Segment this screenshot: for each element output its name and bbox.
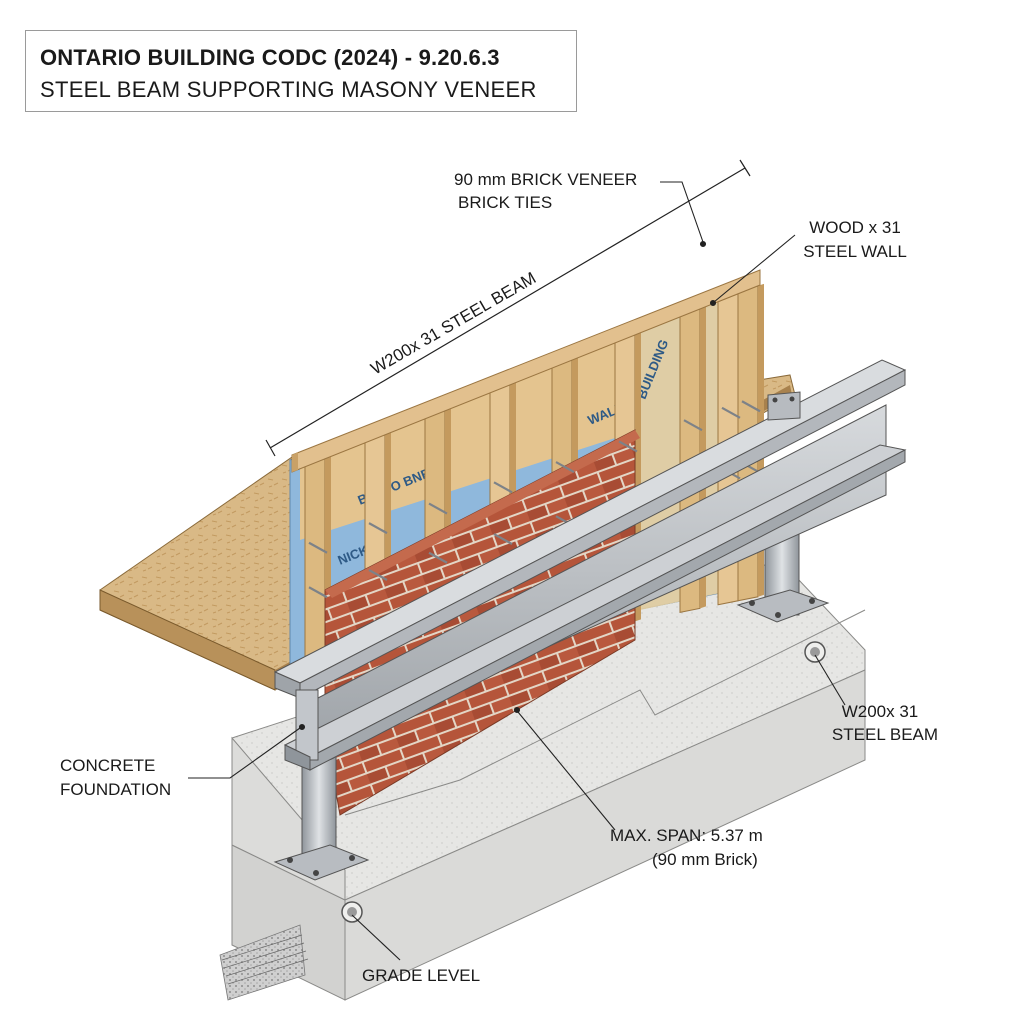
brick-tie <box>428 502 448 515</box>
steel-i-beam <box>273 359 907 771</box>
brick-tie <box>683 419 703 432</box>
label-wood: WOOD x 31 <box>809 218 901 237</box>
brick-tie <box>493 533 513 545</box>
brick-tie <box>368 569 388 581</box>
grade-gravel <box>219 924 309 1001</box>
label-foundation: FOUNDATION <box>60 780 172 799</box>
leader-lines <box>188 181 846 961</box>
brick-tie <box>308 586 328 599</box>
brick-tie <box>721 406 741 419</box>
label-brick-ties: BRICK TIES <box>458 193 553 212</box>
brick-tie <box>368 522 388 535</box>
brick-tie <box>741 400 761 413</box>
label-steel-wall: STEEL WALL <box>803 242 907 261</box>
title-box: ONTARIO BUILDING CODC (2024) - 9.20.6.3 … <box>25 30 577 112</box>
label-steel-beam: STEEL BEAM <box>831 725 939 744</box>
brick-tie <box>428 551 448 564</box>
brick-tie <box>618 440 638 453</box>
label-grade-level: GRADE LEVEL <box>362 966 481 985</box>
label-brick-veneer: 90 mm BRICK VENEER <box>454 170 638 189</box>
brick-tie <box>493 481 513 494</box>
label-beam-size: W200x 31 <box>841 702 919 721</box>
label-concrete: CONCRETE <box>60 756 156 775</box>
diagram-title: ONTARIO BUILDING CODC (2024) - 9.20.6.3 <box>40 45 500 70</box>
brick-tie <box>555 461 575 474</box>
label-max-span: MAX. SPAN: 5.37 m <box>610 826 763 845</box>
label-span-note: (90 mm Brick) <box>652 850 758 869</box>
dimension-label: W200x 31 STEEL BEAM <box>368 268 540 378</box>
diagram-subtitle: STEEL BEAM SUPPORTING MASONY VENEER <box>40 77 537 102</box>
concrete-foundation <box>231 559 866 1001</box>
brick-tie <box>308 541 328 554</box>
